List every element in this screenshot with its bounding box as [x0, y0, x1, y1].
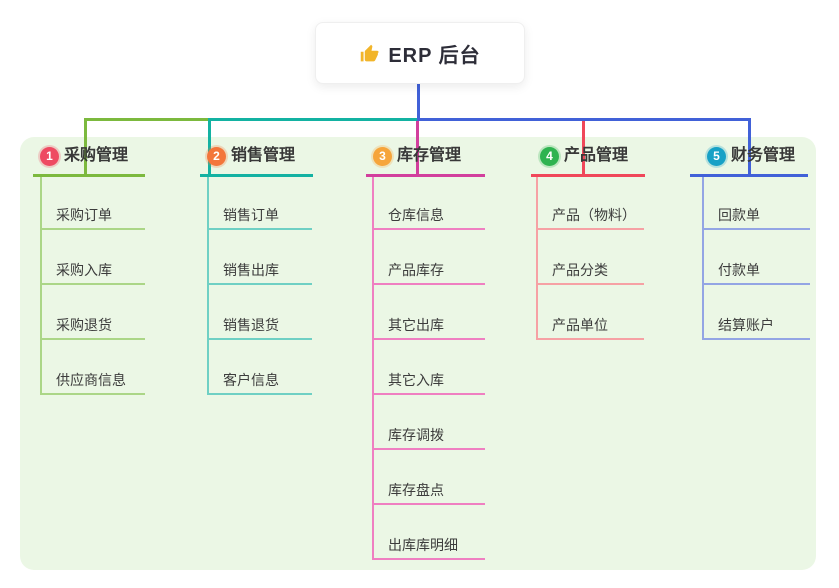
drop-line-branch-3: [416, 121, 419, 177]
branch-underline: [366, 174, 485, 177]
bus-line-branch-2: [208, 118, 421, 121]
branch-number-badge: 4: [540, 147, 559, 166]
drop-line-branch-4: [582, 121, 585, 177]
root-node-label: ERP 后台: [388, 44, 481, 67]
child-node-label: 库存调拨: [388, 427, 444, 443]
child-node-label: 付款单: [718, 262, 760, 278]
child-node-underline: [40, 338, 145, 340]
child-node-underline: [40, 228, 145, 230]
child-node-label: 回款单: [718, 207, 760, 223]
branch-label: 库存管理: [397, 147, 462, 164]
drop-line-branch-1: [84, 118, 87, 177]
branch-label: 销售管理: [231, 147, 296, 164]
mindmap-panel: [20, 137, 816, 570]
child-node-underline: [372, 448, 485, 450]
branch-child-spine: [40, 177, 42, 395]
root-node[interactable]: ERP 后台: [315, 22, 525, 84]
branch-underline: [531, 174, 645, 177]
child-node-underline: [702, 283, 810, 285]
drop-line-branch-5: [748, 118, 751, 177]
child-node-label: 采购退货: [56, 317, 112, 333]
branch-child-spine: [207, 177, 209, 395]
child-node-underline: [372, 228, 485, 230]
child-node-label: 采购订单: [56, 207, 112, 223]
child-node-label: 客户信息: [223, 372, 279, 388]
child-node-underline: [207, 338, 312, 340]
child-node-label: 供应商信息: [56, 372, 126, 388]
child-node-label: 产品（物料）: [552, 207, 636, 223]
child-node-underline: [702, 338, 810, 340]
child-node-label: 其它出库: [388, 317, 444, 333]
branch-label: 财务管理: [731, 147, 796, 164]
child-node-underline: [207, 393, 312, 395]
child-node-underline: [536, 338, 644, 340]
branch-underline: [690, 174, 808, 177]
child-node-label: 库存盘点: [388, 482, 444, 498]
branch-child-spine: [702, 177, 704, 340]
root-stem-line: [417, 82, 420, 121]
branch-number-badge: 3: [373, 147, 392, 166]
child-node-label: 结算账户: [718, 317, 774, 333]
branch-label: 产品管理: [564, 147, 629, 164]
child-node-label: 销售订单: [223, 207, 279, 223]
child-node-underline: [207, 228, 312, 230]
branch-child-spine: [372, 177, 374, 560]
child-node-label: 产品库存: [388, 262, 444, 278]
child-node-label: 出库库明细: [388, 537, 458, 553]
child-node-label: 销售出库: [223, 262, 279, 278]
branch-child-spine: [536, 177, 538, 340]
branch-underline: [200, 174, 313, 177]
branch-number-badge: 2: [207, 147, 226, 166]
child-node-underline: [372, 558, 485, 560]
child-node-label: 产品单位: [552, 317, 608, 333]
child-node-underline: [702, 228, 810, 230]
child-node-label: 产品分类: [552, 262, 608, 278]
branch-underline: [33, 174, 145, 177]
child-node-underline: [372, 393, 485, 395]
bus-line-branch-5: [417, 118, 751, 121]
child-node-label: 销售退货: [223, 317, 279, 333]
branch-label: 采购管理: [64, 147, 129, 164]
child-node-label: 其它入库: [388, 372, 444, 388]
child-node-label: 采购入库: [56, 262, 112, 278]
child-node-underline: [207, 283, 312, 285]
child-node-underline: [536, 228, 644, 230]
child-node-underline: [536, 283, 644, 285]
child-node-underline: [372, 338, 485, 340]
branch-number-badge: 5: [707, 147, 726, 166]
drop-line-branch-2: [208, 118, 211, 177]
child-node-underline: [372, 503, 485, 505]
thumbs-up-icon: [359, 43, 380, 64]
branch-number-badge: 1: [40, 147, 59, 166]
child-node-underline: [372, 283, 485, 285]
child-node-underline: [40, 283, 145, 285]
child-node-label: 仓库信息: [388, 207, 444, 223]
child-node-underline: [40, 393, 145, 395]
